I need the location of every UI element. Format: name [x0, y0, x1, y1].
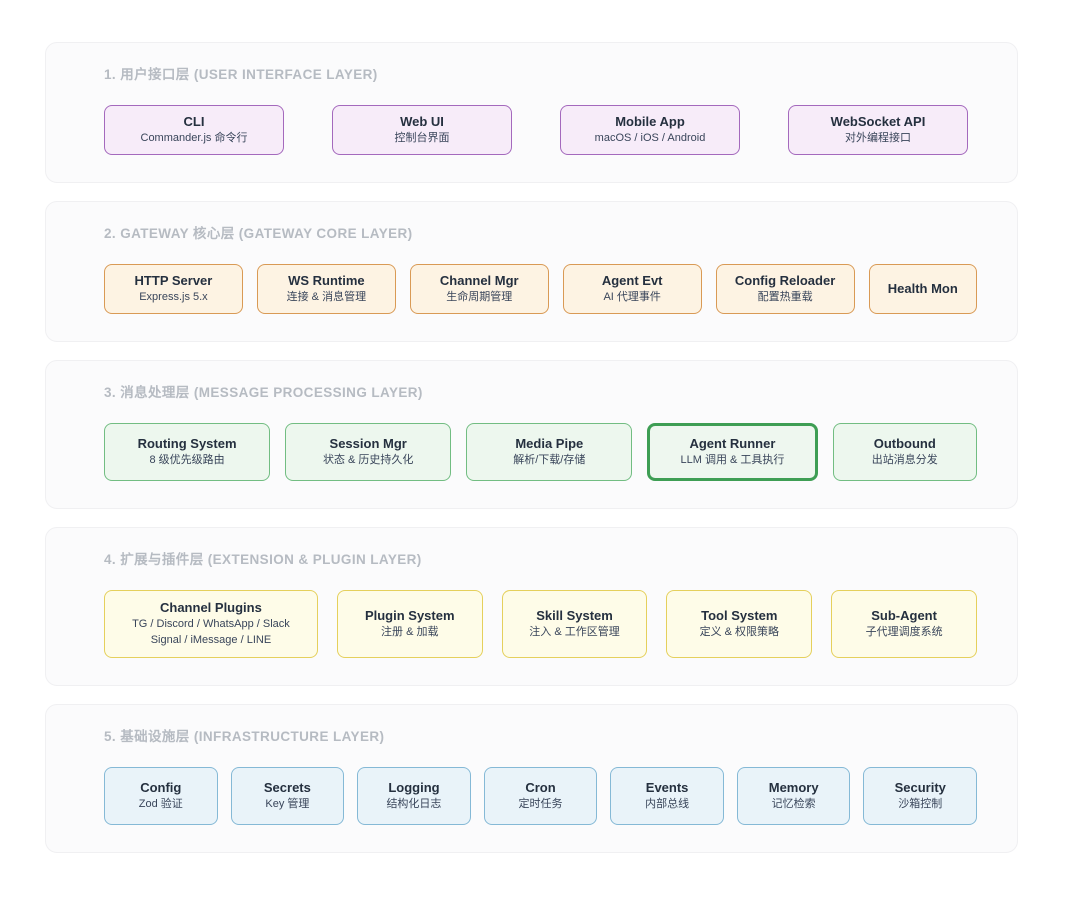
node-plugin-system: Plugin System 注册 & 加载 [336, 590, 483, 659]
node-channel-plugins-subtitle2: Signal / iMessage / LINE [150, 634, 272, 647]
node-logging: Logging 结构化日志 [357, 767, 471, 826]
node-media-pipe-subtitle: 解析/下载/存储 [513, 454, 586, 467]
layer-message-processing: 3. 消息处理层 (MESSAGE PROCESSING LAYER) Rout… [45, 360, 1018, 510]
layer-extension-plugin-title: 4. 扩展与插件层 (EXTENSION & PLUGIN LAYER) [104, 552, 422, 568]
layer-message-processing-title: 3. 消息处理层 (MESSAGE PROCESSING LAYER) [104, 385, 423, 401]
node-skill-system-subtitle: 注入 & 工作区管理 [529, 626, 620, 639]
node-routing-system-title: Routing System [137, 436, 237, 452]
node-secrets: Secrets Key 管理 [230, 767, 345, 826]
node-channel-mgr: Channel Mgr 生命周期管理 [409, 264, 549, 315]
node-security-subtitle: 沙箱控制 [898, 798, 943, 811]
node-websocket-api: WebSocket API 对外编程接口 [788, 105, 968, 156]
node-web-ui-title: Web UI [400, 114, 444, 129]
layer-infrastructure: 5. 基础设施层 (INFRASTRUCTURE LAYER) Config Z… [45, 704, 1018, 854]
node-logging-subtitle: 结构化日志 [386, 798, 442, 811]
node-security: Security 沙箱控制 [863, 767, 978, 826]
node-logging-title: Logging [388, 780, 440, 796]
node-memory: Memory 记忆检索 [736, 767, 851, 826]
layer-infrastructure-title: 5. 基础设施层 (INFRASTRUCTURE LAYER) [104, 729, 385, 745]
node-sub-agent-subtitle: 子代理调度系统 [865, 626, 943, 639]
node-config-title: Config [140, 780, 182, 796]
node-http-server: HTTP Server Express.js 5.x [104, 264, 243, 315]
node-tool-system: Tool System 定义 & 权限策略 [666, 590, 813, 659]
layer-extension-plugin-row: Channel Plugins TG / Discord / WhatsApp … [104, 590, 977, 659]
node-memory-subtitle: 记忆检索 [771, 798, 816, 811]
node-tool-system-title: Tool System [701, 608, 778, 624]
layer-gateway-core: 2. GATEWAY 核心层 (GATEWAY CORE LAYER) HTTP… [45, 201, 1018, 343]
node-cron: Cron 定时任务 [483, 767, 598, 826]
node-channel-plugins: Channel Plugins TG / Discord / WhatsApp … [104, 590, 318, 659]
layer-extension-plugin: 4. 扩展与插件层 (EXTENSION & PLUGIN LAYER) Cha… [45, 527, 1018, 687]
node-http-server-subtitle: Express.js 5.x [139, 291, 208, 304]
node-secrets-title: Secrets [263, 780, 311, 796]
node-memory-title: Memory [768, 780, 819, 796]
node-security-title: Security [894, 780, 946, 796]
node-http-server-title: HTTP Server [134, 273, 213, 289]
node-agent-runner: Agent Runner LLM 调用 & 工具执行 [647, 423, 818, 482]
node-ws-runtime: WS Runtime 连接 & 消息管理 [256, 264, 396, 315]
node-agent-evt-subtitle: AI 代理事件 [603, 291, 661, 304]
node-events: Events 内部总线 [610, 767, 724, 826]
node-channel-mgr-title: Channel Mgr [439, 273, 519, 289]
node-cron-title: Cron [525, 780, 556, 796]
node-skill-system: Skill System 注入 & 工作区管理 [501, 590, 648, 659]
node-cli-subtitle: Commander.js 命令行 [140, 132, 248, 145]
node-session-mgr-title: Session Mgr [329, 436, 407, 452]
node-routing-system-subtitle: 8 级优先级路由 [149, 454, 225, 467]
node-config-subtitle: Zod 验证 [138, 798, 183, 811]
node-cli: CLI Commander.js 命令行 [104, 105, 284, 156]
node-cron-subtitle: 定时任务 [518, 798, 563, 811]
node-media-pipe-title: Media Pipe [515, 436, 584, 452]
node-cli-title: CLI [183, 114, 205, 129]
node-events-subtitle: 内部总线 [645, 798, 690, 811]
node-secrets-subtitle: Key 管理 [265, 798, 310, 811]
layer-user-interface: 1. 用户接口层 (USER INTERFACE LAYER) CLI Comm… [45, 42, 1018, 184]
layer-gateway-core-row: HTTP Server Express.js 5.x WS Runtime 连接… [104, 264, 978, 315]
node-outbound-subtitle: 出站消息分发 [871, 454, 938, 467]
node-sub-agent-title: Sub-Agent [871, 608, 937, 624]
layer-infrastructure-row: Config Zod 验证 Secrets Key 管理 Logging 结构化… [104, 767, 978, 826]
node-agent-evt: Agent Evt AI 代理事件 [562, 264, 702, 315]
node-health-mon: Health Mon [868, 264, 978, 315]
node-sub-agent: Sub-Agent 子代理调度系统 [831, 590, 977, 659]
layer-message-processing-row: Routing System 8 级优先级路由 Session Mgr 状态 &… [104, 423, 977, 482]
layer-user-interface-title: 1. 用户接口层 (USER INTERFACE LAYER) [104, 67, 378, 82]
node-plugin-system-subtitle: 注册 & 加载 [381, 626, 439, 639]
node-channel-mgr-subtitle: 生命周期管理 [446, 291, 513, 304]
layer-user-interface-row: CLI Commander.js 命令行 Web UI 控制台界面 Mobile… [104, 105, 977, 156]
node-agent-runner-subtitle: LLM 调用 & 工具执行 [680, 454, 785, 467]
node-tool-system-subtitle: 定义 & 权限策略 [699, 626, 780, 639]
node-mobile-app: Mobile App macOS / iOS / Android [560, 105, 740, 156]
node-config-reloader: Config Reloader 配置热重载 [715, 264, 855, 315]
node-ws-runtime-title: WS Runtime [288, 273, 365, 289]
node-skill-system-title: Skill System [536, 608, 613, 624]
node-mobile-app-title: Mobile App [615, 114, 685, 129]
node-websocket-api-title: WebSocket API [830, 114, 926, 129]
node-channel-plugins-subtitle: TG / Discord / WhatsApp / Slack [132, 618, 290, 631]
layer-gateway-core-title: 2. GATEWAY 核心层 (GATEWAY CORE LAYER) [104, 226, 413, 242]
node-agent-evt-title: Agent Evt [601, 273, 663, 289]
node-events-title: Events [645, 780, 689, 796]
node-web-ui-subtitle: 控制台界面 [394, 132, 450, 145]
node-channel-plugins-title: Channel Plugins [160, 600, 262, 616]
node-mobile-app-subtitle: macOS / iOS / Android [594, 132, 706, 145]
node-websocket-api-subtitle: 对外编程接口 [845, 132, 911, 145]
node-agent-runner-title: Agent Runner [689, 436, 776, 452]
node-routing-system: Routing System 8 级优先级路由 [104, 423, 271, 482]
node-health-mon-title: Health Mon [887, 281, 958, 297]
node-plugin-system-title: Plugin System [364, 608, 455, 624]
node-media-pipe: Media Pipe 解析/下载/存储 [466, 423, 633, 482]
node-config-reloader-title: Config Reloader [734, 273, 836, 289]
node-outbound-title: Outbound [873, 436, 936, 452]
node-web-ui: Web UI 控制台界面 [332, 105, 512, 156]
node-config: Config Zod 验证 [104, 767, 218, 826]
node-ws-runtime-subtitle: 连接 & 消息管理 [286, 291, 367, 304]
node-session-mgr-subtitle: 状态 & 历史持久化 [322, 454, 414, 467]
node-config-reloader-subtitle: 配置热重载 [757, 291, 813, 304]
node-outbound: Outbound 出站消息分发 [832, 423, 977, 482]
node-session-mgr: Session Mgr 状态 & 历史持久化 [285, 423, 452, 482]
